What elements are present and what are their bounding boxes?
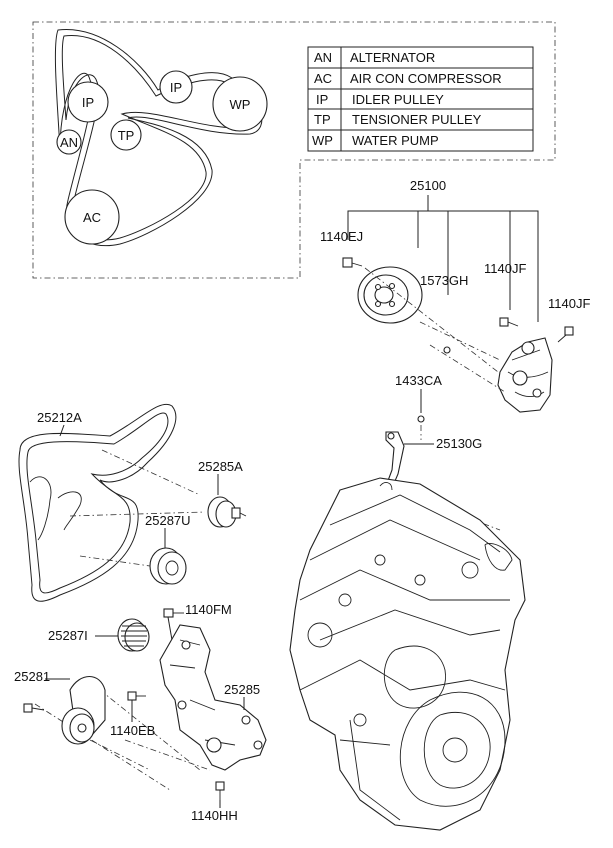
- label-25287U: 25287U: [145, 513, 191, 528]
- belt-routing-inset: IP AN IP WP TP AC: [32, 21, 556, 279]
- alternator-pulley: [56, 129, 82, 155]
- inset-border: [32, 21, 556, 279]
- label-1140FM: 1140FM: [185, 602, 232, 617]
- water-pump-body: [497, 337, 553, 413]
- label-25287I: 25287I: [48, 628, 88, 643]
- label-1140HH: 1140HH: [191, 808, 238, 823]
- legend-code-ip: IP: [316, 92, 328, 107]
- engine-block: [289, 477, 526, 831]
- label-1140EB: 1140EB: [110, 723, 155, 738]
- bolt-1140EB: 1140EB: [110, 691, 155, 738]
- bolt-1140FM: 1140FM: [163, 602, 232, 641]
- tp-label: TP: [118, 128, 135, 143]
- legend-name-an: ALTERNATOR: [350, 50, 435, 65]
- legend-name-wp: WATER PUMP: [352, 133, 439, 148]
- oring-1433CA-icon: [417, 415, 425, 423]
- water-pump-pulley: [212, 76, 268, 132]
- idler-pulley-25287U: 25287U: [145, 513, 191, 585]
- plug-1573GH-icon: [443, 346, 451, 354]
- label-25212A: 25212A: [37, 410, 82, 425]
- legend-table: AN ALTERNATOR AC AIR CON COMPRESSOR IP I…: [307, 46, 534, 152]
- label-1433CA: 1433CA: [395, 373, 442, 388]
- label-1140EJ: 1140EJ: [320, 229, 363, 244]
- ac-label: AC: [83, 210, 101, 225]
- wp-label: WP: [230, 97, 251, 112]
- legend-code-ac: AC: [314, 71, 332, 86]
- idler-pulley-left: [67, 81, 109, 123]
- tensioner-25281: 25281: [14, 669, 106, 745]
- legend-code-an: AN: [314, 50, 332, 65]
- legend-name-tp: TENSIONER PULLEY: [352, 112, 482, 127]
- belt-25212A: 25212A: [18, 403, 177, 602]
- label-25100: 25100: [410, 178, 446, 193]
- legend-name-ac: AIR CON COMPRESSOR: [350, 71, 502, 86]
- label-1140JF-a: 1140JF: [484, 261, 526, 276]
- label-25285A: 25285A: [198, 459, 243, 474]
- legend-name-ip: IDLER PULLEY: [352, 92, 444, 107]
- water-pump-pulley-part: [357, 266, 423, 324]
- label-1140JF-b: 1140JF: [548, 296, 590, 311]
- ribbed-pulley-25287I: 25287I: [48, 618, 150, 652]
- bracket-25285: 25285: [159, 624, 267, 771]
- label-25281: 25281: [14, 669, 50, 684]
- routing-belt: [54, 29, 263, 247]
- label-25130G: 25130G: [436, 436, 482, 451]
- bolt-1140JF-a-icon: [499, 317, 519, 327]
- legend-code-wp: WP: [312, 133, 333, 148]
- label-1573GH: 1573GH: [420, 273, 468, 288]
- label-25285: 25285: [224, 682, 260, 697]
- ip-top-label: IP: [170, 80, 182, 95]
- bolt-1140JF-b-icon: [557, 326, 574, 343]
- tensioner-pulley: [110, 119, 142, 151]
- an-label: AN: [60, 135, 78, 150]
- legend-code-tp: TP: [314, 112, 331, 127]
- water-pump-assembly: 25100 1140EJ 1573GH 1140JF 1140JF 1433CA…: [320, 178, 590, 531]
- ip-left-label: IP: [82, 95, 94, 110]
- bolt-1140HH: 1140HH: [191, 781, 238, 823]
- leader-25100: [347, 210, 539, 322]
- aircon-compressor-pulley: [64, 189, 120, 245]
- bolt-1140EJ-icon: [342, 257, 363, 268]
- idler-pulley-25285A: 25285A: [198, 459, 247, 528]
- idler-pulley-top: [159, 70, 193, 104]
